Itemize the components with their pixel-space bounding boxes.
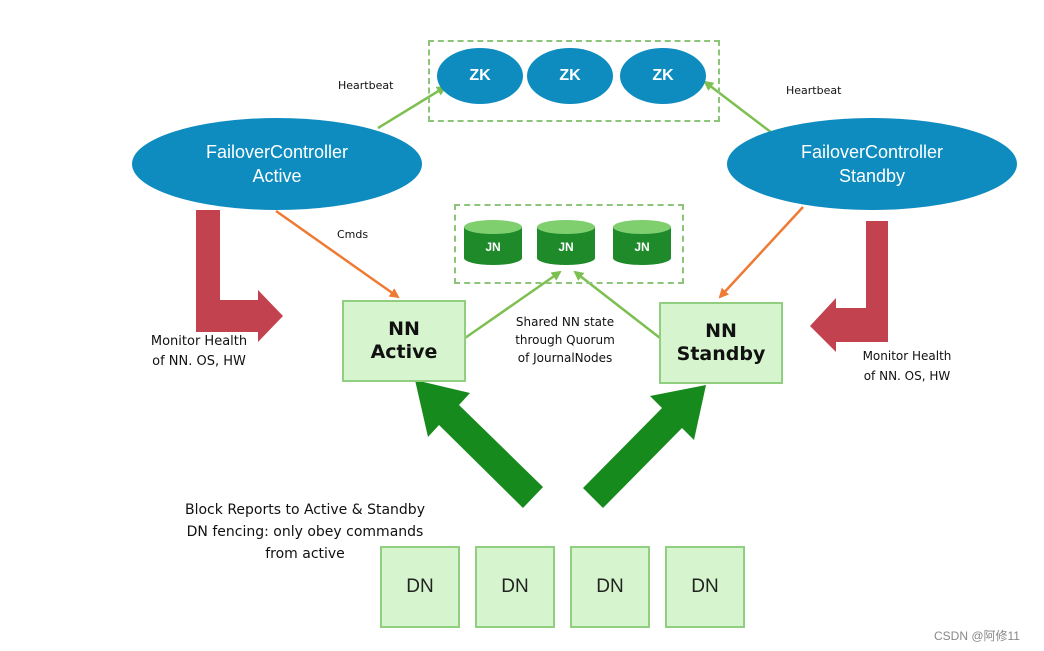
cmds-label: Cmds xyxy=(337,228,369,241)
namenode-active: NN Active xyxy=(342,300,466,382)
cmds-arrow-left xyxy=(275,209,400,299)
block-report-arrow-left xyxy=(415,380,543,508)
monitor-right-line1: Monitor Health xyxy=(862,349,952,363)
shared-state-line2: through Quorum xyxy=(515,333,615,347)
fc-active-line1: FailoverController xyxy=(205,142,349,162)
heartbeat-label-left: Heartbeat xyxy=(338,79,394,92)
block-reports-line2: DN fencing: only obey commands xyxy=(186,524,424,540)
jn-label-1: JN xyxy=(485,240,500,254)
jn-node-3: JN xyxy=(613,220,671,265)
shared-state-label: Shared NN state through Quorum of Journa… xyxy=(500,313,630,367)
failover-controller-standby: FailoverController Standby xyxy=(727,118,1017,210)
jn-node-1: JN xyxy=(464,220,522,265)
shared-state-line1: Shared NN state xyxy=(515,315,615,329)
nn-active-line2: Active xyxy=(370,341,438,363)
zk-node-2: ZK xyxy=(527,48,613,104)
monitor-left-line2: of NN. OS, HW xyxy=(152,354,246,369)
zk-node-3: ZK xyxy=(620,48,706,104)
nn-standby-line2: Standby xyxy=(676,343,766,365)
datanode-4: DN xyxy=(665,546,745,628)
block-reports-line3: from active xyxy=(265,546,345,562)
monitor-arrow-right xyxy=(810,221,888,352)
block-reports-line1: Block Reports to Active & Standby xyxy=(185,502,425,518)
namenode-standby: NN Standby xyxy=(659,302,783,384)
fc-standby-line2: Standby xyxy=(838,166,906,186)
fc-standby-line1: FailoverController xyxy=(800,142,944,162)
watermark: CSDN @阿修11 xyxy=(934,629,1020,643)
heartbeat-label-right: Heartbeat xyxy=(786,84,842,97)
shared-state-line3: of JournalNodes xyxy=(517,351,613,365)
nn-standby-line1: NN xyxy=(705,320,737,342)
monitor-health-label-right: Monitor Health of NN. OS, HW xyxy=(840,346,974,386)
jn-label-3: JN xyxy=(634,240,649,254)
journalnode-group xyxy=(454,204,684,284)
nn-active-line1: NN xyxy=(388,318,420,340)
monitor-left-line1: Monitor Health xyxy=(150,334,248,349)
monitor-right-line2: of NN. OS, HW xyxy=(863,369,951,383)
datanode-1: DN xyxy=(380,546,460,628)
zk-node-1: ZK xyxy=(437,48,523,104)
cmds-arrow-right xyxy=(718,206,804,299)
jn-node-2: JN xyxy=(537,220,595,265)
datanode-2: DN xyxy=(475,546,555,628)
datanode-3: DN xyxy=(570,546,650,628)
failover-controller-active: FailoverController Active xyxy=(132,118,422,210)
block-reports-label: Block Reports to Active & Standby DN fen… xyxy=(170,499,440,565)
block-report-arrow-right xyxy=(583,385,706,508)
heartbeat-arrow-left xyxy=(377,85,447,130)
zookeeper-group xyxy=(428,40,720,122)
fc-active-line2: Active xyxy=(252,166,302,186)
monitor-health-label-left: Monitor Health of NN. OS, HW xyxy=(132,332,266,372)
heartbeat-arrow-right xyxy=(703,80,773,134)
monitor-arrow-left xyxy=(196,210,283,342)
jn-label-2: JN xyxy=(558,240,573,254)
